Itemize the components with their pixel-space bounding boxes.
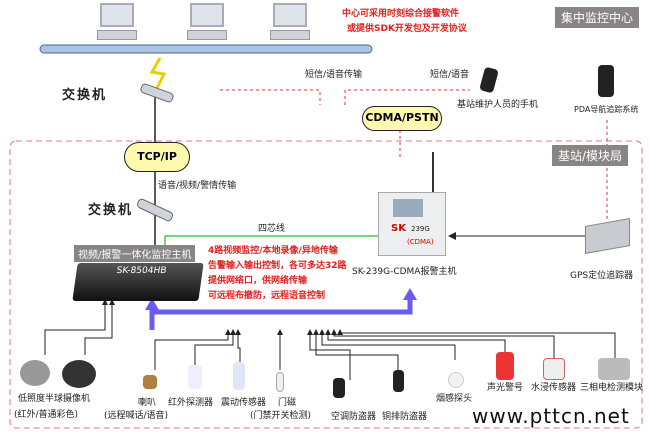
computer-base: [97, 30, 137, 40]
station-boundary: [9, 140, 643, 429]
device-label: 门磁: [278, 398, 297, 408]
station-title: 基站/模块局: [552, 145, 629, 166]
dome-camera-icon: [20, 360, 50, 386]
dvr-feature: 可远程布撤防，远程语音控制: [208, 291, 326, 301]
pir-detector-icon: [188, 365, 202, 389]
device-label: 喇叭: [138, 398, 157, 408]
computer-icon: [190, 3, 224, 27]
gps-label: GPS定位追踪器: [570, 271, 634, 281]
sms-voice-transmission: 短信/语音传输: [305, 70, 363, 80]
sms-voice: 短信/语音: [430, 70, 470, 80]
wireless-lightning-icon: [149, 57, 167, 91]
phone-label: 基站维护人员的手机: [457, 100, 539, 110]
dvr-feature: 4路视频监控/本地录像/异地传输: [208, 246, 338, 256]
alarm-host-label: SK-239G-CDMA报警主机: [352, 267, 457, 277]
strobe-siren-icon: [496, 352, 514, 380]
water-sensor-icon: [543, 358, 565, 380]
center-note-2: 或提供SDK开发包及开发协议: [347, 24, 467, 34]
network-backbone: [39, 44, 373, 54]
av-transmission: 语音/视频/警情传输: [158, 181, 237, 191]
dvr-feature: 告警输入输出控制，各可多达32路: [208, 261, 347, 271]
pda-label: PDA导航追踪系统: [574, 105, 639, 114]
three-phase-module-icon: [598, 358, 630, 380]
computer-icon: [273, 3, 307, 27]
smoke-detector-icon: [448, 372, 464, 388]
center-note-1: 中心可采用时刻综合接警软件: [342, 9, 460, 19]
signal-bus: [149, 300, 413, 330]
watermark: www.pttcn.net: [472, 404, 630, 428]
alarm-host-sub: (CDMA): [407, 238, 434, 246]
top-switch-label: 交换机: [62, 88, 108, 103]
device-label: 烟感探头: [436, 394, 473, 404]
speaker-icon: [143, 375, 157, 389]
ac-antitheft-icon: [333, 378, 345, 398]
device-label: 水浸传感器: [531, 383, 577, 393]
copper-antitheft-icon: [393, 370, 404, 392]
device-sub: (远程喊话/语音): [104, 411, 169, 421]
computer-base: [187, 30, 227, 40]
device-label: 空调防盗器: [331, 412, 377, 422]
keypad-icon: [393, 199, 423, 217]
dvr-model: SK-8504HB: [115, 266, 168, 276]
dvr-title: 视频/报警一体化监控主机: [74, 245, 196, 262]
four-core-line-label: 四芯线: [258, 224, 286, 234]
tcpip-cloud: TCP/IP: [124, 142, 190, 172]
computer-base: [270, 30, 310, 40]
device-label: 铜排防盗器: [382, 412, 428, 422]
vibration-sensor-icon: [233, 362, 245, 390]
device-sub: (门禁开关检测): [250, 411, 312, 421]
device-label: 声光警号: [487, 383, 524, 393]
antenna-icon: [432, 152, 434, 192]
device-label: 三相电检测模块: [580, 383, 644, 393]
alarm-host-model: 239G: [411, 225, 430, 233]
device-label: 红外探测器: [168, 398, 214, 408]
dome-camera-icon: [62, 360, 96, 388]
center-title: 集中监控中心: [555, 7, 640, 28]
dvr-feature: 提供网络口，供网络传输: [208, 276, 308, 286]
door-magnet-icon: [276, 372, 284, 392]
device-sub: (红外/普通彩色): [14, 410, 79, 420]
dvr-device: SK-8504HB: [72, 263, 204, 301]
pda-icon: [598, 65, 614, 97]
alarm-host-device: SK 239G (CDMA): [378, 192, 446, 256]
cdma-pstn-cloud: CDMA/PSTN: [362, 106, 442, 131]
station-switch-label: 交换机: [88, 203, 134, 218]
device-label: 震动传感器: [221, 398, 267, 408]
device-label: 低照度半球摄像机: [18, 394, 91, 404]
computer-icon: [100, 3, 134, 27]
alarm-host-brand: SK: [391, 223, 406, 234]
